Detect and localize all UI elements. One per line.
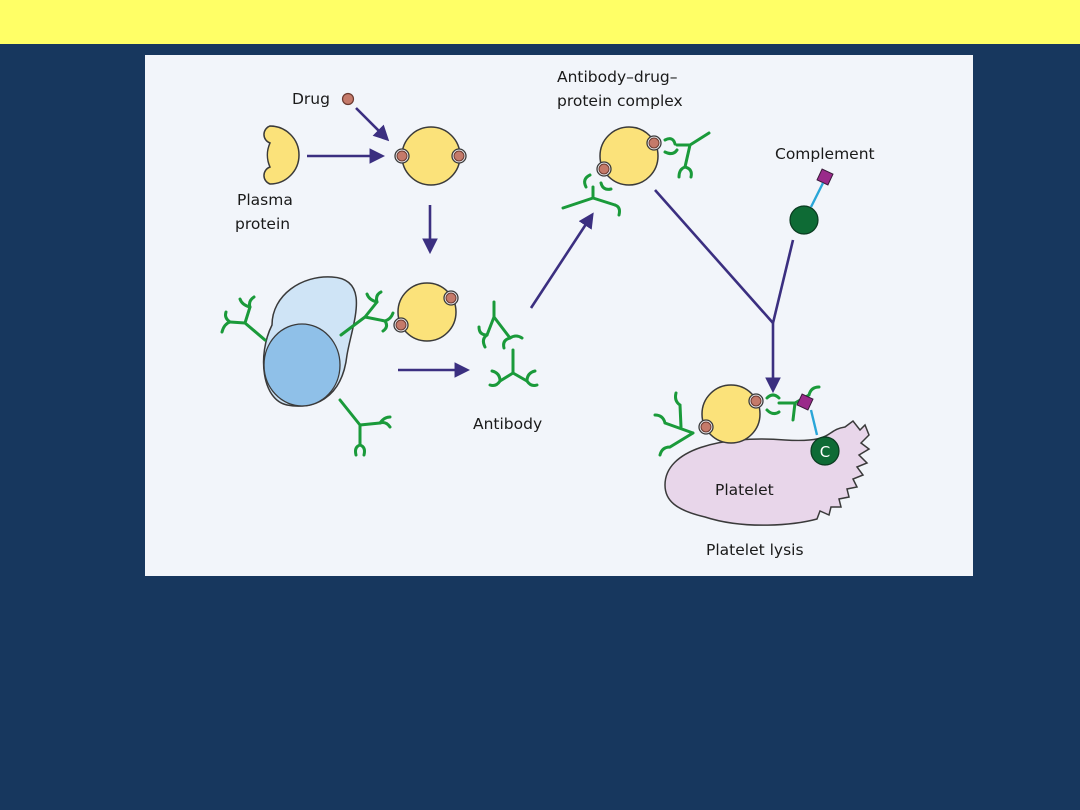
arrow-complex-to-platelet bbox=[654, 189, 774, 324]
drug-dot-icon bbox=[341, 92, 355, 106]
drug-label: Drug bbox=[292, 90, 330, 108]
attached-complement-square-icon bbox=[796, 393, 814, 411]
plasma-protein: Plasma protein bbox=[235, 125, 300, 233]
figure-panel: Drug Plasma protein bbox=[145, 55, 973, 576]
free-antibody: Antibody bbox=[473, 300, 542, 433]
complement-circle-icon bbox=[789, 205, 819, 235]
attached-complement-circle-icon bbox=[810, 436, 840, 466]
membrane-antibody-icon bbox=[338, 398, 392, 457]
complex-label-2: protein complex bbox=[557, 92, 683, 110]
platelet-label: Platelet bbox=[715, 481, 774, 499]
complement-square-icon bbox=[816, 168, 834, 186]
membrane-antibody-icon bbox=[339, 290, 395, 337]
header-bar bbox=[0, 0, 1080, 44]
cell-bound-protein bbox=[393, 282, 459, 342]
drug-bound-protein bbox=[394, 126, 467, 186]
plasma-protein-label-2: protein bbox=[235, 215, 290, 233]
complement-c-symbol: C bbox=[820, 443, 830, 461]
drug-molecule: Drug bbox=[292, 90, 355, 108]
b-cell bbox=[220, 276, 395, 457]
platelet-lysis: Platelet C Platelet lysis bbox=[653, 384, 871, 559]
antibody-label: Antibody bbox=[473, 415, 542, 433]
platelet-lysis-label: Platelet lysis bbox=[706, 541, 804, 559]
membrane-antibody-icon bbox=[220, 295, 267, 342]
drug-induced-platelet-lysis-diagram: Drug Plasma protein bbox=[220, 68, 875, 559]
complement: Complement bbox=[775, 145, 875, 235]
arrow-complement-to-platelet bbox=[771, 239, 795, 324]
antibody-drug-protein-complex: Antibody–drug– protein complex bbox=[557, 68, 711, 217]
complex-label-1: Antibody–drug– bbox=[557, 68, 678, 86]
arrow-drug-to-protein bbox=[355, 107, 390, 142]
arrow-antibody-to-complex bbox=[529, 212, 594, 309]
plasma-protein-label-1: Plasma bbox=[237, 191, 293, 209]
platelet-shape bbox=[664, 419, 871, 526]
complement-label: Complement bbox=[775, 145, 875, 163]
